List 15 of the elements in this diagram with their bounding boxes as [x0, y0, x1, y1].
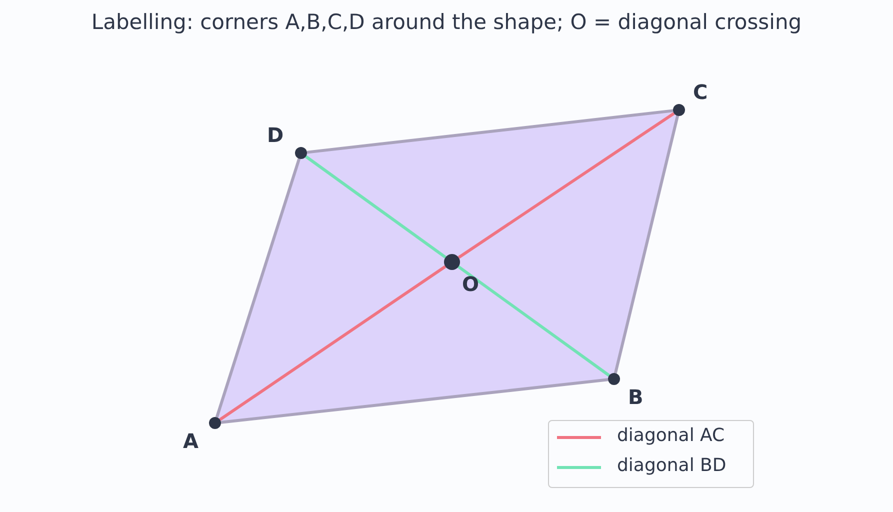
point-label: O — [462, 274, 480, 294]
chart-title: Labelling: corners A,B,C,D around the shape; O = diagonal crossing — [90, 10, 803, 34]
side-line — [306, 109, 674, 154]
side-line — [220, 378, 608, 424]
legend-label: diagonal AC — [617, 425, 725, 446]
diagonal-line — [304, 155, 446, 259]
point-label: B — [628, 387, 644, 407]
diagonal-line — [458, 265, 610, 377]
point-label: D — [267, 125, 284, 145]
legend-label: diagonal BD — [617, 455, 726, 476]
point-label: A — [183, 431, 198, 451]
diagonal-line — [458, 112, 675, 259]
side-line — [614, 115, 680, 374]
diagonal-line — [219, 265, 446, 421]
point-label: C — [693, 82, 708, 102]
